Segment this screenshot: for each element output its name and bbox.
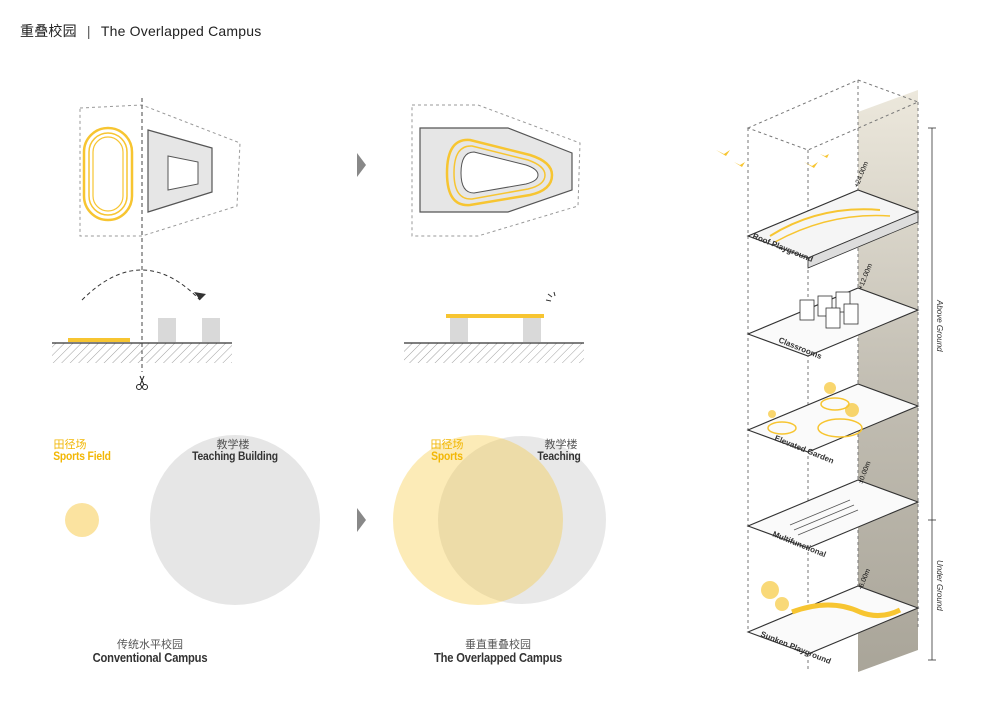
sports-en-overlapped: Sports — [431, 449, 463, 463]
level-slab-multifunctional — [746, 479, 920, 549]
spark-icon — [545, 291, 556, 302]
under-ground-label: Under Ground — [935, 560, 944, 611]
building-block-a — [158, 318, 176, 342]
sports-circle-small — [65, 503, 99, 537]
level-slab-sunken — [746, 581, 920, 655]
teaching-circle — [150, 435, 320, 605]
above-ground-label: Above Ground — [935, 299, 944, 352]
page-title-en: The Overlapped Campus — [100, 23, 262, 39]
sports-cn-conventional: 田径场 — [53, 439, 87, 451]
conventional-venn — [65, 435, 320, 605]
ground-hatch-overlapped — [404, 343, 584, 363]
page-title-separator: | — [86, 23, 91, 39]
overlapped-section — [404, 291, 584, 363]
arrow-head-icon — [194, 292, 206, 300]
courtyard-conventional — [167, 155, 199, 191]
overlapped-venn — [393, 435, 606, 605]
sports-circle-overlapped — [393, 435, 563, 605]
running-track-conventional — [82, 126, 134, 222]
overlapped-plan — [411, 104, 581, 237]
level-slab-roof — [746, 189, 920, 269]
bird-icon — [716, 150, 829, 168]
site-outline-overlapped — [411, 104, 581, 237]
axonometric-stack — [716, 79, 936, 672]
teaching-en-conventional: Teaching Building — [192, 449, 278, 463]
building-block-c — [450, 318, 468, 342]
conventional-section — [52, 269, 232, 390]
ground-hatch-conventional — [52, 343, 232, 363]
teaching-cn-conventional: 教学楼 — [216, 439, 250, 451]
sports-en-conventional: Sports Field — [53, 449, 111, 463]
sports-cn-overlapped: 田径场 — [430, 439, 464, 451]
flip-arc — [81, 269, 201, 301]
caption-en-overlapped: The Overlapped Campus — [433, 650, 563, 665]
teaching-circle-overlapped — [438, 436, 606, 604]
teaching-en-overlapped: Teaching — [537, 449, 581, 463]
conventional-plan — [79, 98, 241, 372]
caption-en-conventional: Conventional Campus — [92, 650, 208, 665]
arrow-right-icon-venn — [357, 508, 366, 532]
level-slab-classrooms — [746, 287, 920, 357]
caption-cn-conventional: 传统水平校园 — [117, 639, 183, 651]
sports-field-section — [68, 338, 130, 342]
scissors-icon — [136, 375, 148, 390]
page-title-cn: 重叠校园 — [20, 23, 77, 39]
teaching-cn-overlapped: 教学楼 — [544, 439, 578, 451]
building-block-d — [523, 318, 541, 342]
running-track-overlapped — [445, 138, 554, 207]
height-dimension — [928, 127, 936, 661]
page-title: 重叠校园 | The Overlapped Campus — [20, 21, 261, 41]
arrow-right-icon-plan — [357, 153, 366, 177]
caption-cn-overlapped: 垂直重叠校园 — [465, 639, 531, 651]
photo-strip — [858, 90, 918, 672]
building-block-b — [202, 318, 220, 342]
level-slab-garden — [746, 382, 920, 453]
roof-sports-field-section — [446, 314, 544, 318]
